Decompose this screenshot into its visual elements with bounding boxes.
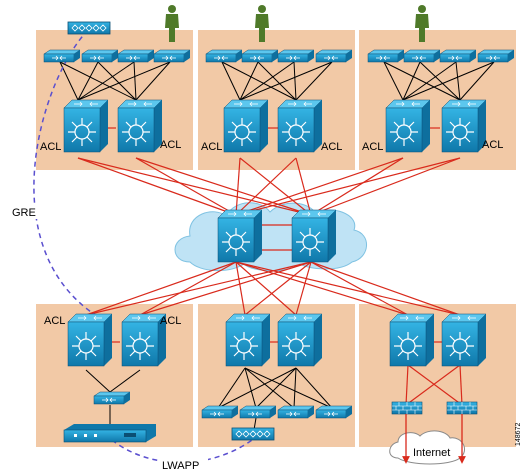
access-switch-icon [315, 49, 353, 63]
users [165, 5, 429, 42]
block-bottom-left [36, 304, 193, 447]
multilayer-switch-icon [385, 99, 431, 153]
wireless-controller-icon [63, 424, 156, 443]
multilayer-switch-icon [291, 209, 337, 263]
access-switch-icon [43, 49, 81, 63]
acl-label: ACL [362, 141, 383, 153]
cloud-icon [389, 430, 465, 465]
cloud-icon [174, 202, 367, 272]
acl-label: ACL [160, 139, 181, 151]
acl-label: ACL [160, 315, 181, 327]
internet-cloud: Internet [389, 414, 466, 465]
multilayer-switch-icon [117, 99, 163, 153]
user-icon [255, 5, 269, 42]
access-switch-icon [403, 49, 441, 63]
access-switch-icon [315, 405, 353, 419]
acl-label: ACL [321, 141, 342, 153]
multilayer-switch-icon [67, 313, 113, 367]
access-switch-icon [201, 405, 239, 419]
acl-label: ACL [44, 315, 65, 327]
firewall-icon [446, 401, 478, 415]
access-links [59, 61, 495, 431]
figure-id: 148672 [515, 423, 522, 446]
acl-label: ACL [40, 141, 61, 153]
access-switch-icon [277, 49, 315, 63]
access-switch-icon [81, 49, 119, 63]
access-switch-icon [439, 49, 477, 63]
multilayer-switch-icon [389, 313, 435, 367]
multilayer-switch-icon [63, 99, 109, 153]
multilayer-switches [63, 99, 487, 367]
multilayer-switch-icon [225, 313, 271, 367]
lwapp-label: LWAPP [162, 460, 199, 472]
access-switch-icon [277, 405, 315, 419]
access-switch-icon [241, 49, 279, 63]
access-switch-icon [239, 405, 277, 419]
gre-tunnel [33, 29, 101, 319]
access-switch-icon [93, 391, 131, 405]
block-bottom-right [359, 304, 516, 447]
access-switch-icon [153, 49, 191, 63]
acl-label: ACL [201, 141, 222, 153]
multilayer-switch-icon [121, 313, 167, 367]
red-links [77, 127, 463, 406]
access-point-icon [231, 427, 275, 441]
multilayer-switch-icon [277, 99, 323, 153]
firewall-icon [391, 401, 423, 415]
user-icon [165, 5, 179, 42]
multilayer-switch-icon [441, 313, 487, 367]
user-icon [415, 5, 429, 42]
multilayer-switch-icon [441, 99, 487, 153]
acl-label: ACL [482, 139, 503, 151]
access-switch-icon [117, 49, 155, 63]
multilayer-switch-icon [217, 209, 263, 263]
access-switch-icon [367, 49, 405, 63]
access-switch-icon [205, 49, 243, 63]
access-point-icon [67, 21, 111, 35]
multilayer-switch-icon [277, 313, 323, 367]
core-cloud [174, 202, 367, 272]
gre-label: GRE [12, 207, 36, 219]
multilayer-switch-icon [223, 99, 269, 153]
internet-label: Internet [413, 447, 450, 459]
access-switches [43, 49, 515, 419]
block-bottom-middle [198, 304, 355, 447]
acl-labels: ACL ACL ACL ACL ACL ACL ACL ACL [40, 139, 503, 327]
access-switch-icon [477, 49, 515, 63]
